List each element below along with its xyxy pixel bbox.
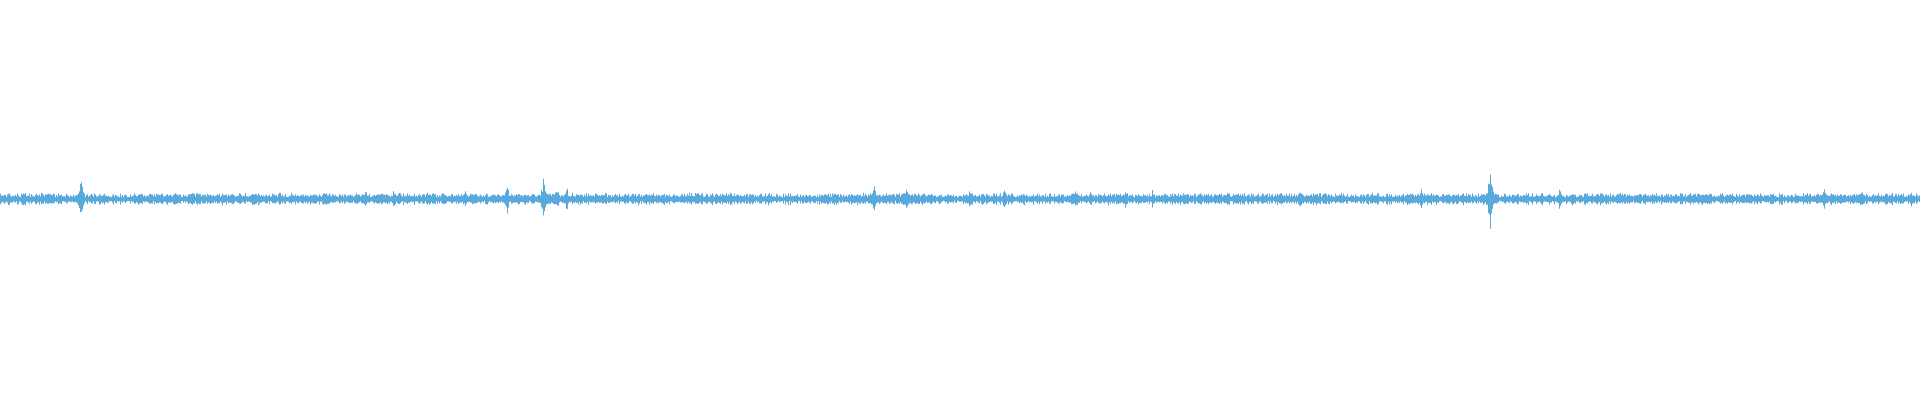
waveform-line [0,174,1920,229]
